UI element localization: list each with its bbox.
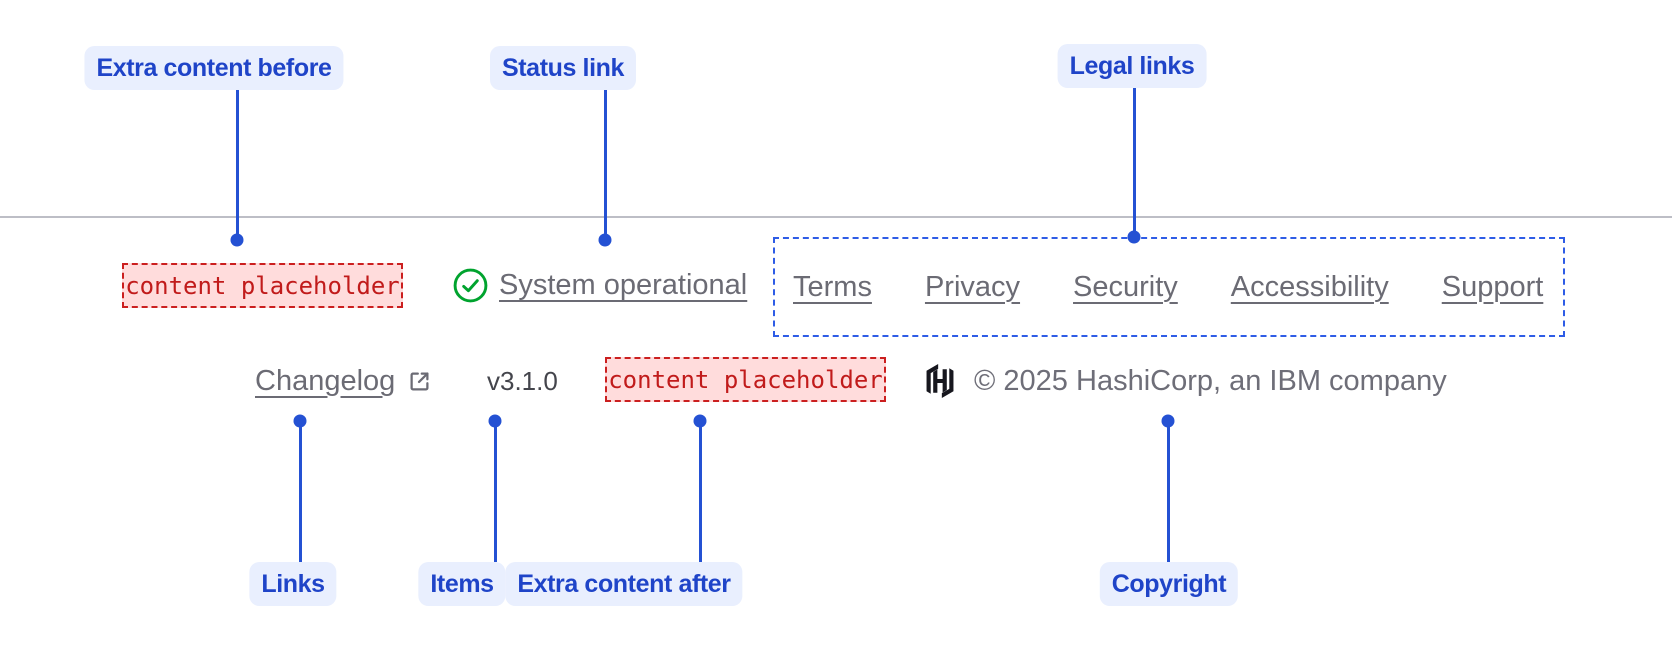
changelog-link[interactable]: Changelog [255, 359, 433, 403]
label-status-link: Status link [489, 46, 637, 90]
connector-dot [293, 414, 307, 428]
label-items: Items [418, 562, 506, 606]
extra-content-before-placeholder: content placeholder [122, 263, 403, 308]
legal-link-privacy[interactable]: Privacy [924, 270, 1021, 303]
label-links: Links [249, 562, 337, 606]
hashicorp-logo [923, 364, 957, 398]
legal-links-list: Terms Privacy Security Accessibility Sup… [793, 237, 1543, 337]
connector-extra-content-before [235, 90, 239, 236]
connector-dot [1161, 414, 1175, 428]
legal-link-terms[interactable]: Terms [793, 270, 872, 303]
connector-dot [598, 233, 612, 247]
placeholder-text: content placeholder [608, 365, 883, 394]
external-link-icon [406, 368, 433, 395]
status-link-label[interactable]: System operational [499, 269, 748, 301]
connector-links [298, 425, 302, 562]
changelog-link-label[interactable]: Changelog [255, 364, 396, 397]
connector-dot [1127, 230, 1141, 244]
connector-dot [230, 233, 244, 247]
check-circle-icon [452, 267, 489, 304]
legal-link-support[interactable]: Support [1441, 270, 1544, 303]
legal-links-region [773, 237, 1565, 337]
connector-extra-content-after [698, 425, 702, 562]
status-link[interactable]: System operational [452, 263, 747, 308]
copyright-section: © 2025 HashiCorp, an IBM company [923, 359, 1447, 403]
connector-dot [488, 414, 502, 428]
label-extra-content-before: Extra content before [84, 46, 344, 90]
label-legal-links: Legal links [1057, 44, 1207, 88]
extra-content-after-placeholder: content placeholder [605, 357, 886, 402]
label-copyright: Copyright [1099, 562, 1239, 606]
placeholder-text: content placeholder [125, 271, 400, 300]
connector-items [493, 425, 497, 562]
connector-status-link [603, 90, 607, 236]
connector-legal-links [1132, 88, 1136, 233]
copyright-text: © 2025 HashiCorp, an IBM company [974, 364, 1447, 397]
version-label: v3.1.0 [487, 365, 558, 396]
version-item: v3.1.0 [487, 359, 558, 403]
connector-copyright [1166, 425, 1170, 562]
footer-top-divider [0, 216, 1672, 218]
legal-link-security[interactable]: Security [1073, 270, 1178, 303]
legal-link-accessibility[interactable]: Accessibility [1230, 270, 1389, 303]
label-extra-content-after: Extra content after [505, 562, 743, 606]
connector-dot [693, 414, 707, 428]
